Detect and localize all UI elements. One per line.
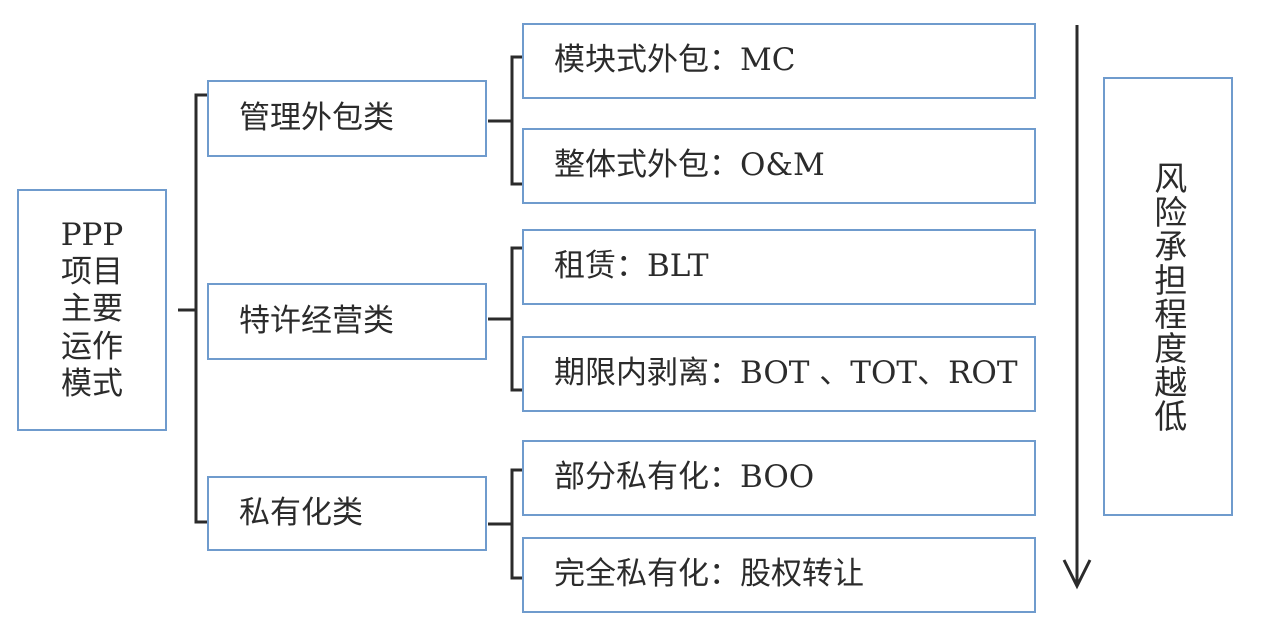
root-box: PPP 项目 主要 运作 模式	[17, 189, 167, 431]
category-label: 管理外包类	[239, 99, 394, 136]
root-line: 模式	[61, 365, 123, 402]
root-line: 项目	[61, 254, 123, 291]
risk-box: 风险承担程度越低	[1103, 77, 1233, 516]
category-label: 私有化类	[239, 494, 363, 531]
mode-box: 整体式外包：O&M	[522, 128, 1036, 204]
mode-label: 部分私有化：BOO	[554, 459, 815, 496]
root-line: PPP	[60, 217, 124, 254]
mode-box: 租赁：BLT	[522, 229, 1036, 305]
root-bracket	[178, 93, 207, 524]
mode-box: 完全私有化：股权转让	[522, 537, 1036, 613]
category-bracket-2	[488, 246, 522, 392]
mode-label: 租赁：BLT	[554, 248, 709, 285]
mode-label: 期限内剥离：BOT 、TOT、ROT	[554, 355, 1018, 392]
root-line: 主要	[61, 291, 123, 328]
mode-box: 模块式外包：MC	[522, 23, 1036, 99]
mode-box: 期限内剥离：BOT 、TOT、ROT	[522, 336, 1036, 412]
mode-label: 整体式外包：O&M	[554, 147, 825, 184]
mode-box: 部分私有化：BOO	[522, 440, 1036, 516]
category-franchise: 特许经营类	[207, 283, 487, 360]
mode-label: 完全私有化：股权转让	[554, 556, 864, 593]
mode-label: 模块式外包：MC	[554, 42, 796, 79]
root-line: 运作	[61, 328, 123, 365]
category-privatization: 私有化类	[207, 476, 487, 551]
category-bracket-3	[488, 468, 522, 580]
category-bracket-1	[488, 55, 522, 186]
category-label: 特许经营类	[239, 302, 394, 339]
risk-label: 风险承担程度越低	[1148, 160, 1188, 433]
risk-arrow-head	[1062, 559, 1092, 590]
category-management-outsourcing: 管理外包类	[207, 80, 487, 157]
